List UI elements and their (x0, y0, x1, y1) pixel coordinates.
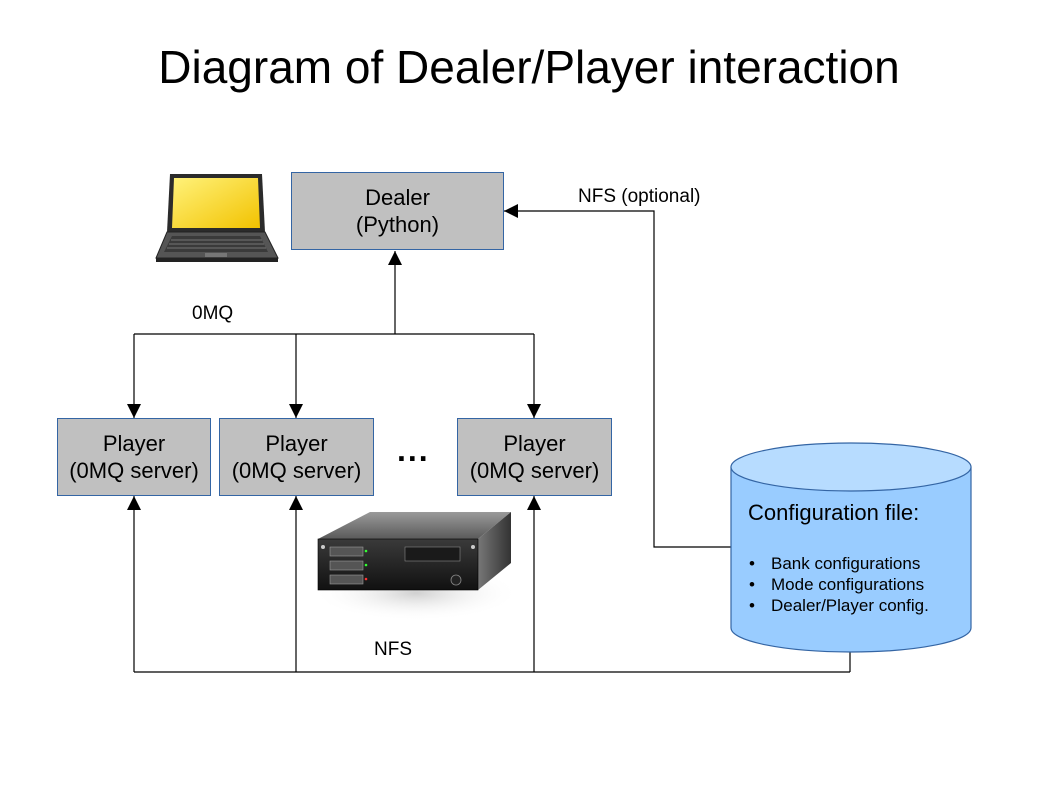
player-sublabel: (0MQ server) (69, 458, 199, 483)
zmq-label: 0MQ (192, 303, 234, 324)
dealer-box[interactable]: Dealer (Python) (291, 172, 504, 250)
player-label: Player (102, 431, 166, 456)
player-sublabel: (0MQ server) (469, 458, 600, 483)
config-list: Bank configurations Mode configurations … (748, 553, 929, 616)
list-item: Bank configurations (748, 553, 929, 574)
dealer-sublabel: (Python) (355, 212, 440, 237)
player-label: Player (265, 431, 328, 456)
nfs-optional-arrow (504, 204, 731, 548)
player-label: Player (503, 431, 566, 456)
page-title: Diagram of Dealer/Player interaction (158, 41, 900, 93)
player-sublabel: (0MQ server) (231, 458, 362, 483)
player-box-2[interactable]: Player (0MQ server) (219, 418, 374, 496)
dealer-label: Dealer (365, 185, 430, 210)
config-title: Configuration file: (748, 500, 920, 525)
laptop-icon (155, 174, 279, 262)
more-players-ellipsis: ... (397, 432, 430, 468)
nfs-label: NFS (374, 639, 412, 660)
server-rack-icon (312, 512, 520, 621)
player-box-3[interactable]: Player (0MQ server) (457, 418, 612, 496)
player-box-1[interactable]: Player (0MQ server) (57, 418, 211, 496)
list-item: Mode configurations (748, 574, 929, 595)
connectors (127, 204, 851, 673)
database-cylinder-icon (730, 442, 972, 653)
list-item: Dealer/Player config. (748, 595, 929, 616)
nfs-optional-label: NFS (optional) (578, 186, 701, 207)
